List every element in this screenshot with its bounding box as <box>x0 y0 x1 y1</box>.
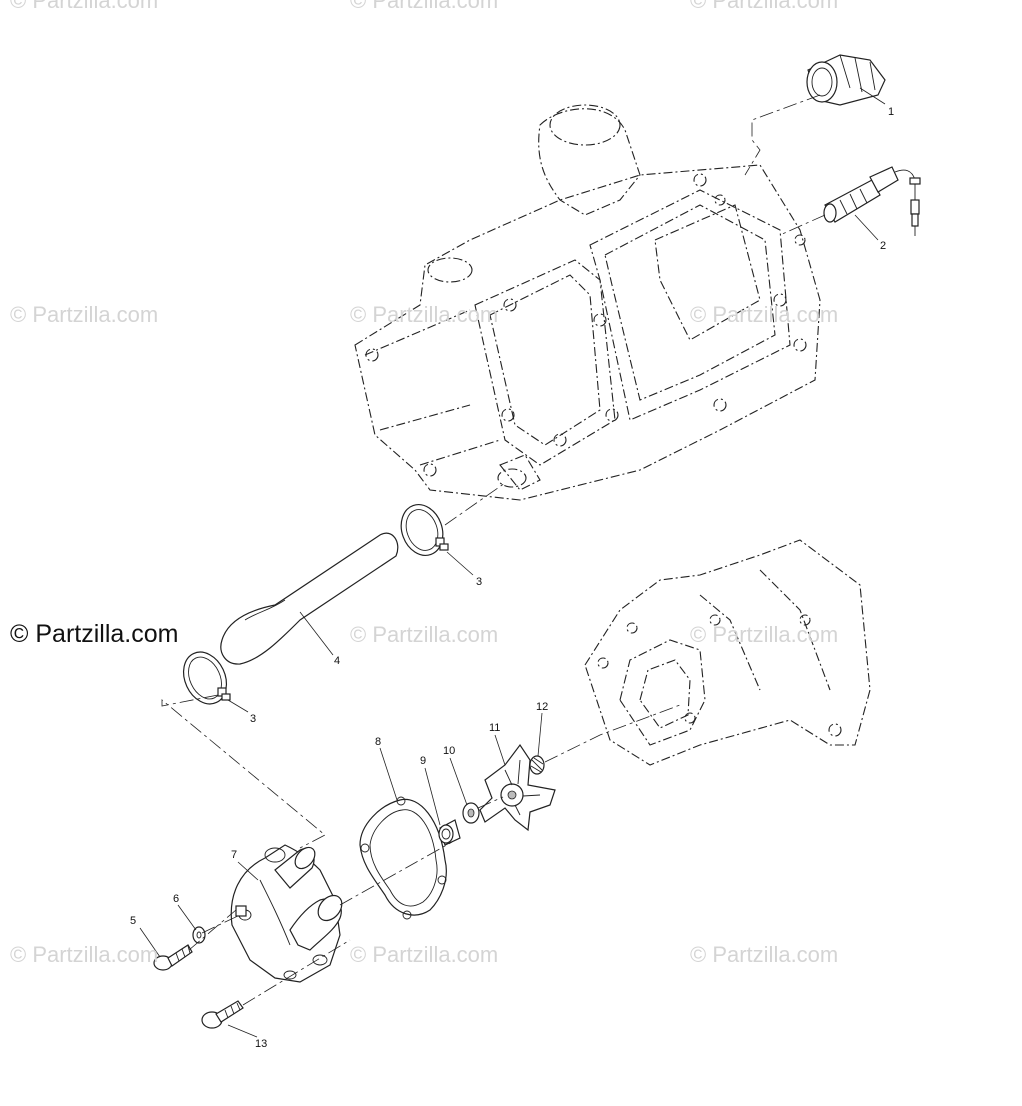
callout-9: 9 <box>420 755 427 767</box>
watermark: © Partzilla.com <box>350 942 499 967</box>
watermark: © Partzilla.com <box>10 0 159 13</box>
leader-lines <box>139 87 886 1038</box>
callout-5: 5 <box>130 915 137 927</box>
assembly-lines <box>161 94 826 1006</box>
hose-clamp-lower-part-3 <box>182 651 231 705</box>
callout-3: 3 <box>476 576 483 588</box>
callout-2: 2 <box>880 240 887 252</box>
callout-7: 7 <box>231 849 238 861</box>
crankcase <box>584 539 871 766</box>
cylinder-head <box>354 104 821 501</box>
washer-part-6 <box>192 926 206 944</box>
callout-11: 11 <box>489 722 501 734</box>
brand-text: © Partzilla.com <box>10 620 179 648</box>
callout-12: 12 <box>536 701 549 713</box>
bolt-part-5 <box>153 944 193 971</box>
callout-6: 6 <box>173 893 180 905</box>
watermark: © Partzilla.com <box>690 942 839 967</box>
watermark: © Partzilla.com <box>690 302 839 327</box>
bolt-part-13 <box>201 1000 244 1029</box>
hose-clamp-upper-part-3 <box>400 504 449 556</box>
coolant-hose-part-4 <box>220 532 399 665</box>
callout-10: 10 <box>443 745 456 757</box>
seal-part-9 <box>438 819 461 846</box>
gasket-part-8 <box>359 796 447 920</box>
watermark: © Partzilla.com <box>350 622 499 647</box>
temp-sensor-part-2 <box>823 166 921 236</box>
callout-8: 8 <box>375 736 382 748</box>
impeller-part-11 <box>479 743 556 832</box>
watermark: © Partzilla.com <box>350 302 499 327</box>
watermark: © Partzilla.com <box>690 0 839 13</box>
seal-part-12 <box>529 755 545 775</box>
callout-1: 1 <box>888 106 895 118</box>
watermark: © Partzilla.com <box>10 302 159 327</box>
washer-part-10 <box>462 802 480 824</box>
callout-4: 4 <box>334 655 341 667</box>
pump-cover-part-7 <box>230 844 343 983</box>
callout-13: 13 <box>255 1038 268 1050</box>
callout-3: 3 <box>250 713 257 725</box>
thermostat-part-1 <box>806 54 886 106</box>
watermark: © Partzilla.com <box>10 942 159 967</box>
watermark: © Partzilla.com <box>690 622 839 647</box>
watermark: © Partzilla.com <box>350 0 499 13</box>
